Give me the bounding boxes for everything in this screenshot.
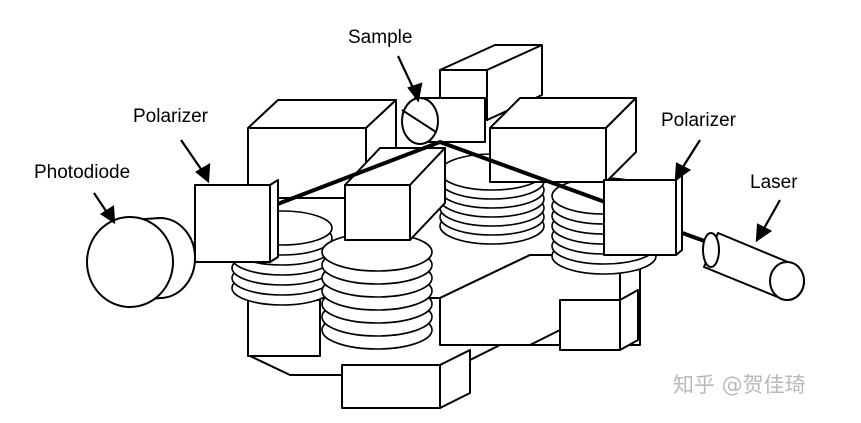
label-sample: Sample — [348, 27, 412, 48]
photodiode — [86, 216, 196, 308]
label-photodiode: Photodiode — [34, 162, 130, 183]
label-laser: Laser — [750, 172, 798, 193]
watermark: 知乎 @贺佳琦 — [673, 373, 806, 397]
laser — [702, 232, 805, 301]
label-arrows — [93, 55, 781, 243]
polarizer-left — [194, 179, 279, 263]
label-polarizer-left: Polarizer — [133, 106, 209, 127]
pole-front — [344, 147, 446, 241]
polarizer-right — [603, 174, 683, 256]
coil-front — [321, 232, 433, 350]
sample-holder — [401, 97, 486, 145]
label-polarizer-right: Polarizer — [661, 110, 737, 131]
